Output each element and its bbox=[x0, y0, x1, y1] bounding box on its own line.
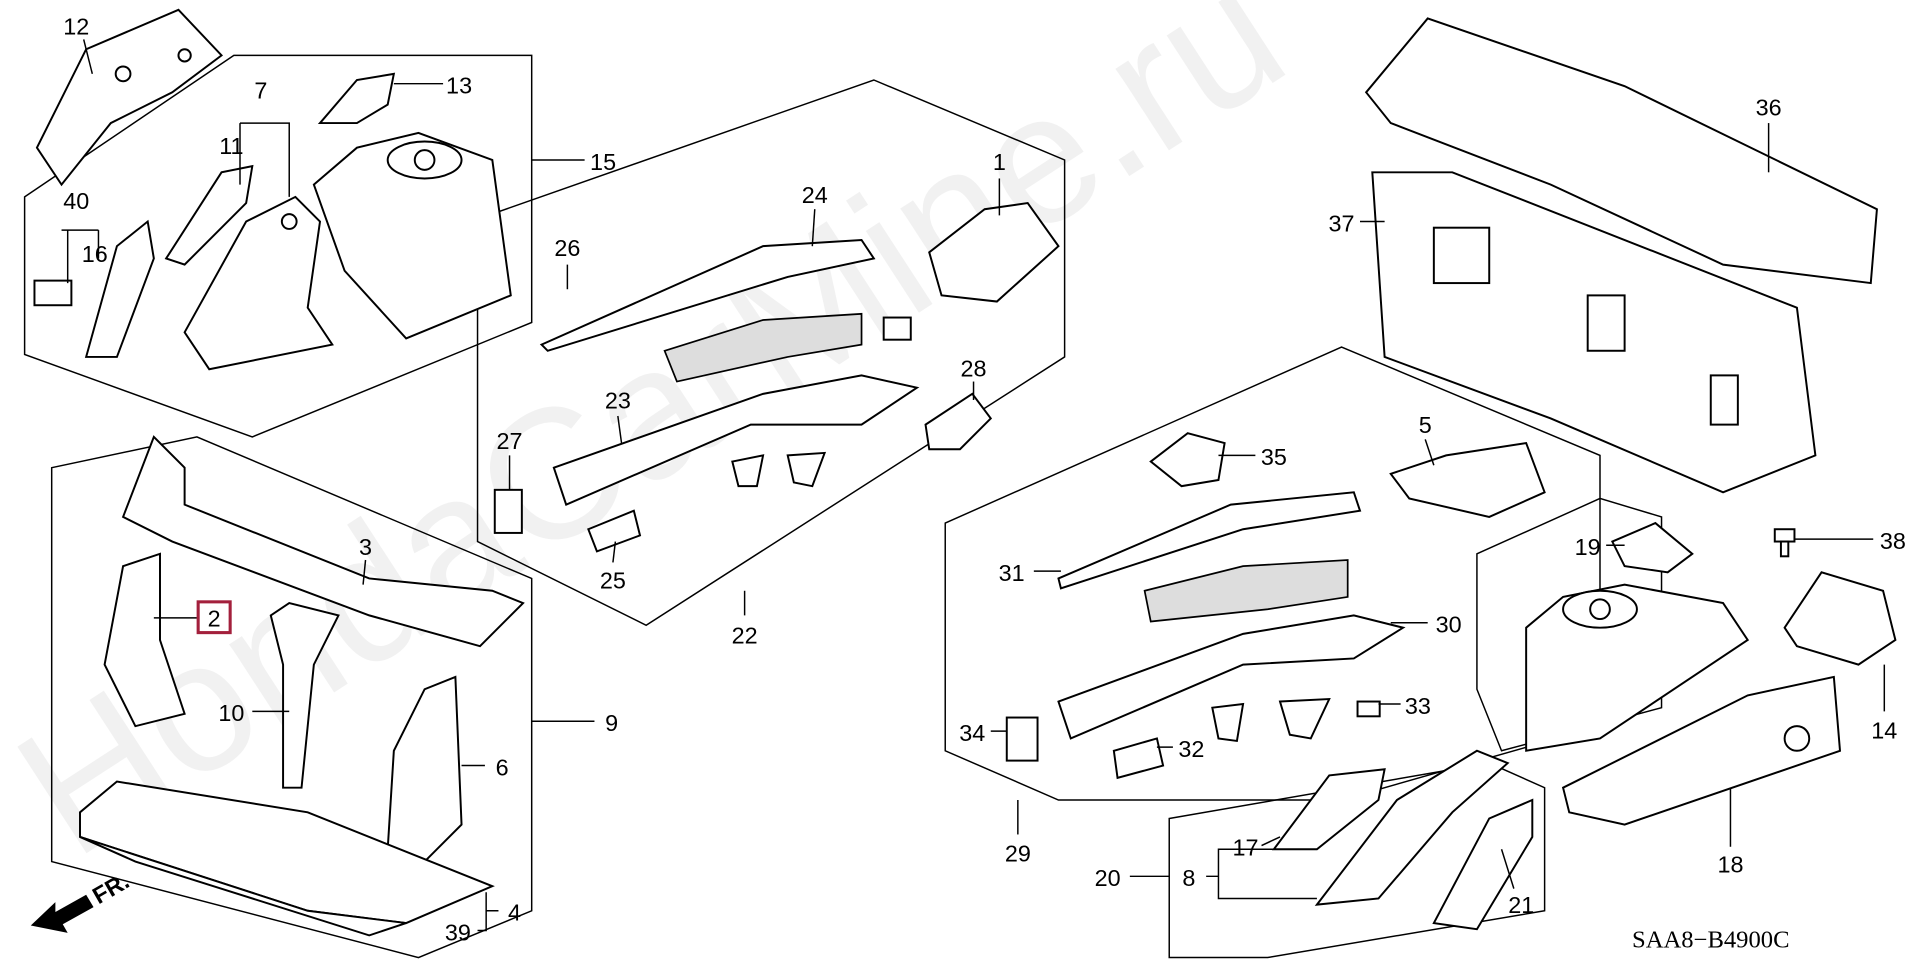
part-wheelhouse-lower[interactable] bbox=[1525, 583, 1750, 752]
part-38-bolt[interactable] bbox=[1773, 528, 1796, 558]
callout-4[interactable]: 4 bbox=[508, 900, 521, 926]
part-16-stay[interactable] bbox=[84, 219, 155, 358]
part-7-housing[interactable] bbox=[183, 195, 334, 371]
callout-9[interactable]: 9 bbox=[605, 710, 618, 736]
callout-15[interactable]: 15 bbox=[590, 149, 616, 175]
part-12-upper-wheelhouse[interactable] bbox=[35, 8, 224, 187]
part-3-upper-bulkhead[interactable] bbox=[121, 435, 525, 648]
callout-5[interactable]: 5 bbox=[1419, 412, 1432, 438]
callout-21[interactable]: 21 bbox=[1508, 892, 1534, 918]
callout-24[interactable]: 24 bbox=[802, 182, 828, 208]
callout-7[interactable]: 7 bbox=[254, 77, 267, 103]
callout-10[interactable]: 10 bbox=[218, 700, 244, 726]
callout-40[interactable]: 40 bbox=[63, 188, 89, 214]
part-14-mount[interactable] bbox=[1783, 571, 1897, 666]
callout-6[interactable]: 6 bbox=[496, 754, 509, 780]
part-5-frame-end[interactable] bbox=[1389, 441, 1546, 518]
callout-34[interactable]: 34 bbox=[959, 720, 985, 746]
part-34-bracket[interactable] bbox=[1005, 716, 1039, 762]
callout-18[interactable]: 18 bbox=[1717, 852, 1743, 878]
callout-16[interactable]: 16 bbox=[82, 241, 108, 267]
group-box-22 bbox=[476, 79, 1066, 627]
part-23-side-member[interactable] bbox=[552, 374, 920, 506]
part-18-member[interactable] bbox=[1561, 675, 1842, 826]
callout-25[interactable]: 25 bbox=[600, 567, 626, 593]
part-rail-hatched-lower[interactable] bbox=[1143, 559, 1349, 623]
part-40-bracket[interactable] bbox=[33, 279, 73, 307]
callout-29[interactable]: 29 bbox=[1005, 841, 1031, 867]
part-37-dashboard[interactable] bbox=[1371, 171, 1817, 494]
callout-39[interactable]: 39 bbox=[445, 919, 471, 945]
front-direction-arrow: FR. bbox=[30, 868, 134, 933]
part-19-bracket[interactable] bbox=[1610, 521, 1694, 574]
callout-37[interactable]: 37 bbox=[1329, 210, 1355, 236]
group-box-9 bbox=[50, 436, 533, 959]
callout-26[interactable]: 26 bbox=[554, 235, 580, 261]
callout-23[interactable]: 23 bbox=[605, 388, 631, 414]
part-17-gusset[interactable] bbox=[1271, 768, 1386, 851]
part-gussets-lower[interactable] bbox=[1211, 698, 1381, 743]
part-wheelhouse-right[interactable] bbox=[312, 131, 512, 340]
callouts: 12 7 13 11 15 40 16 24 1 26 36 37 28 23 … bbox=[63, 13, 1906, 945]
part-13-bracket[interactable] bbox=[317, 72, 396, 125]
callout-3[interactable]: 3 bbox=[359, 534, 372, 560]
callout-27[interactable]: 27 bbox=[497, 428, 523, 454]
part-36-cowl[interactable] bbox=[1364, 17, 1878, 285]
callout-11[interactable]: 11 bbox=[219, 133, 243, 159]
callout-17[interactable]: 17 bbox=[1233, 834, 1259, 860]
part-6-side-panel[interactable] bbox=[386, 675, 463, 863]
callout-22[interactable]: 22 bbox=[732, 623, 758, 649]
part-27-bracket[interactable] bbox=[493, 488, 523, 534]
part-31-rail[interactable] bbox=[1057, 491, 1362, 590]
callout-14[interactable]: 14 bbox=[1871, 717, 1897, 743]
part-1-frame-end[interactable] bbox=[928, 202, 1060, 303]
part-35-bracket[interactable] bbox=[1149, 432, 1226, 488]
part-32-plate[interactable] bbox=[1112, 737, 1165, 780]
callout-2[interactable]: 2 bbox=[208, 605, 221, 631]
part-2-side-panel[interactable] bbox=[103, 552, 186, 728]
callout-38[interactable]: 38 bbox=[1880, 528, 1906, 554]
highlight-box bbox=[196, 600, 232, 635]
part-21-reinforcement[interactable] bbox=[1432, 798, 1534, 931]
part-24-rail[interactable] bbox=[539, 238, 876, 352]
part-30-side-member[interactable] bbox=[1057, 614, 1406, 740]
arrow-icon bbox=[30, 894, 94, 933]
part-11-bracket[interactable] bbox=[164, 164, 254, 266]
diagram-code: SAA8−B4900C bbox=[1632, 927, 1789, 954]
part-39-cover[interactable] bbox=[79, 835, 407, 937]
part-gussets-upper[interactable] bbox=[731, 316, 912, 488]
callout-33[interactable]: 33 bbox=[1405, 693, 1431, 719]
callout-20[interactable]: 20 bbox=[1095, 865, 1121, 891]
group-box-14 bbox=[1476, 497, 1663, 752]
callout-12[interactable]: 12 bbox=[63, 13, 89, 39]
callout-32[interactable]: 32 bbox=[1178, 736, 1204, 762]
group-box-15 bbox=[23, 54, 533, 438]
callout-28[interactable]: 28 bbox=[961, 356, 987, 382]
part-rail-hatched-upper[interactable] bbox=[663, 312, 863, 383]
part-8-stay[interactable] bbox=[1314, 749, 1510, 906]
callout-35[interactable]: 35 bbox=[1261, 444, 1287, 470]
callout-30[interactable]: 30 bbox=[1436, 612, 1462, 638]
callout-19[interactable]: 19 bbox=[1575, 534, 1601, 560]
callout-31[interactable]: 31 bbox=[999, 560, 1025, 586]
callout-1[interactable]: 1 bbox=[993, 149, 1006, 175]
callout-36[interactable]: 36 bbox=[1756, 95, 1782, 121]
leader-lines bbox=[61, 39, 1886, 932]
part-28-bracket[interactable] bbox=[924, 392, 993, 451]
callout-13[interactable]: 13 bbox=[446, 73, 472, 99]
part-25-plate[interactable] bbox=[587, 509, 642, 553]
callout-8[interactable]: 8 bbox=[1182, 865, 1195, 891]
part-10-center-stay[interactable] bbox=[269, 602, 340, 789]
